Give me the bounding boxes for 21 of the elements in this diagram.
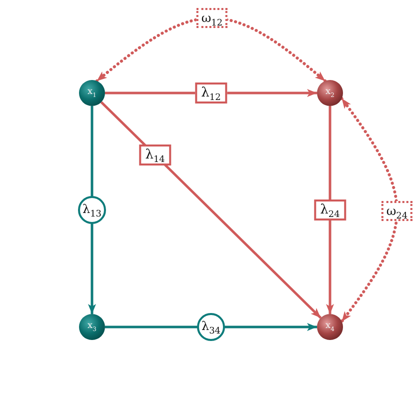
sphere-node <box>317 80 343 106</box>
dotted-double-arrow <box>340 97 398 323</box>
node-label: x$_{3}$ <box>88 322 96 332</box>
edge-label: λ$_{34}$ <box>197 313 225 341</box>
edge-label: ω$_{12}$ <box>196 8 228 28</box>
arrow <box>100 101 322 319</box>
edge-label: λ$_{14}$ <box>139 144 171 166</box>
edge-label: ω$_{24}$ <box>381 201 413 221</box>
edge-label: λ$_{13}$ <box>78 196 106 224</box>
sphere-node <box>317 314 343 340</box>
sphere-node <box>79 80 105 106</box>
arrow <box>105 323 317 331</box>
dotted-double-arrow <box>95 16 327 82</box>
edge-label: λ$_{12}$ <box>195 82 227 104</box>
node-label: x$_{4}$ <box>326 322 334 332</box>
node-label: x$_{1}$ <box>88 88 96 98</box>
edge-label: λ$_{24}$ <box>314 200 346 220</box>
node-label: x$_{2}$ <box>326 88 334 98</box>
sphere-node <box>79 314 105 340</box>
arrow <box>88 106 96 314</box>
arrow <box>326 106 334 314</box>
